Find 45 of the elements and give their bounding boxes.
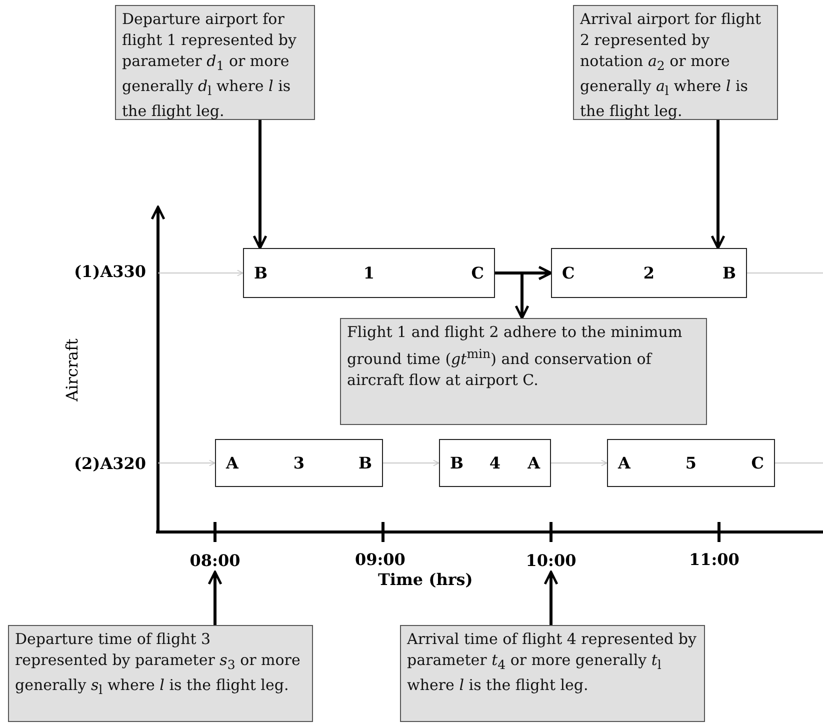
callout-box: Arrival time of flight 4 represented by parameter t$_{4}$ or more generally t$_{l}$ where l is the flight leg.	[400, 625, 705, 722]
airport-code: B	[254, 264, 268, 282]
arrow	[252, 120, 268, 250]
arrow	[514, 272, 530, 320]
airport-code: B	[450, 454, 464, 472]
connector-line	[746, 272, 823, 274]
arrow	[158, 460, 216, 466]
flight-number: 2	[643, 264, 655, 282]
axis-title: Time (hrs)	[378, 570, 473, 589]
arrow	[550, 460, 608, 466]
axis-title: Aircraft	[62, 338, 82, 402]
tick-label: 11:00	[689, 550, 740, 569]
flight-number: 1	[363, 264, 375, 282]
airport-code: A	[528, 454, 540, 472]
airport-code: C	[471, 264, 484, 282]
callout-box: Departure time of flight 3 represented by parameter s$_{3}$ or more generally s$_{l}$ where l is the flight leg.	[8, 625, 313, 722]
airport-code: B	[722, 264, 736, 282]
flight-box	[551, 248, 747, 298]
callout-box: Flight 1 and flight 2 adhere to the minimum ground time (gt$^{min}$) and conservation of aircraft flow at airport C.	[340, 318, 707, 425]
flight-box	[243, 248, 495, 298]
tick-label: 09:00	[355, 550, 406, 569]
callout-box: Departure airport for flight 1 represented by parameter d$_{1}$ or more generally d$_{l}$ where l is the flight leg.	[115, 5, 315, 120]
flight-number: 5	[685, 454, 697, 472]
flight-number: 4	[489, 454, 501, 472]
airport-code: B	[358, 454, 372, 472]
airport-code: A	[618, 454, 630, 472]
airport-code: A	[226, 454, 238, 472]
arrow	[495, 266, 552, 280]
flight-box	[215, 439, 383, 487]
tick-label: 10:00	[521, 550, 581, 572]
arrow	[710, 120, 726, 250]
flight-box	[607, 439, 775, 487]
airport-code: C	[751, 454, 764, 472]
arrow	[544, 570, 558, 625]
arrow	[158, 270, 244, 276]
tick-label: 08:00	[185, 550, 245, 572]
arrow	[382, 460, 440, 466]
arrow	[208, 570, 222, 625]
callout-box: Arrival airport for flight 2 represented by notation a$_{2}$ or more generally a$_{l}$ where l is the flight leg.	[573, 5, 778, 120]
connector-line	[774, 462, 823, 464]
flight-box	[439, 439, 551, 487]
row-label: (1)A330	[62, 261, 158, 283]
flight-number: 3	[293, 454, 305, 472]
airport-code: C	[562, 264, 575, 282]
row-label: (2)A320	[62, 453, 158, 475]
